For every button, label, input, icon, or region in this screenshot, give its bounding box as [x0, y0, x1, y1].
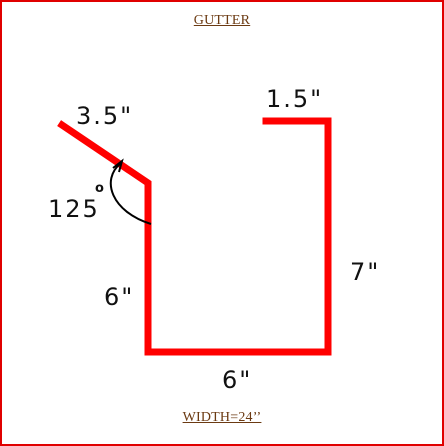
diagram-title: GUTTER	[193, 13, 251, 28]
dimension-flange-right: 1.5"	[266, 85, 323, 113]
dimension-side-left: 6"	[104, 283, 134, 311]
angle-degree-mark: o	[95, 181, 104, 196]
width-note: WIDTH=24’’	[182, 410, 262, 425]
angle-arc	[109, 162, 152, 225]
dimension-flange-left: 3.5"	[76, 102, 133, 130]
dimension-side-right: 7"	[350, 258, 380, 286]
gutter-profile-line	[57, 117, 332, 356]
angle-arrowhead	[112, 158, 124, 173]
dimension-angle: 125	[48, 195, 100, 223]
dimension-bottom: 6"	[222, 366, 252, 394]
